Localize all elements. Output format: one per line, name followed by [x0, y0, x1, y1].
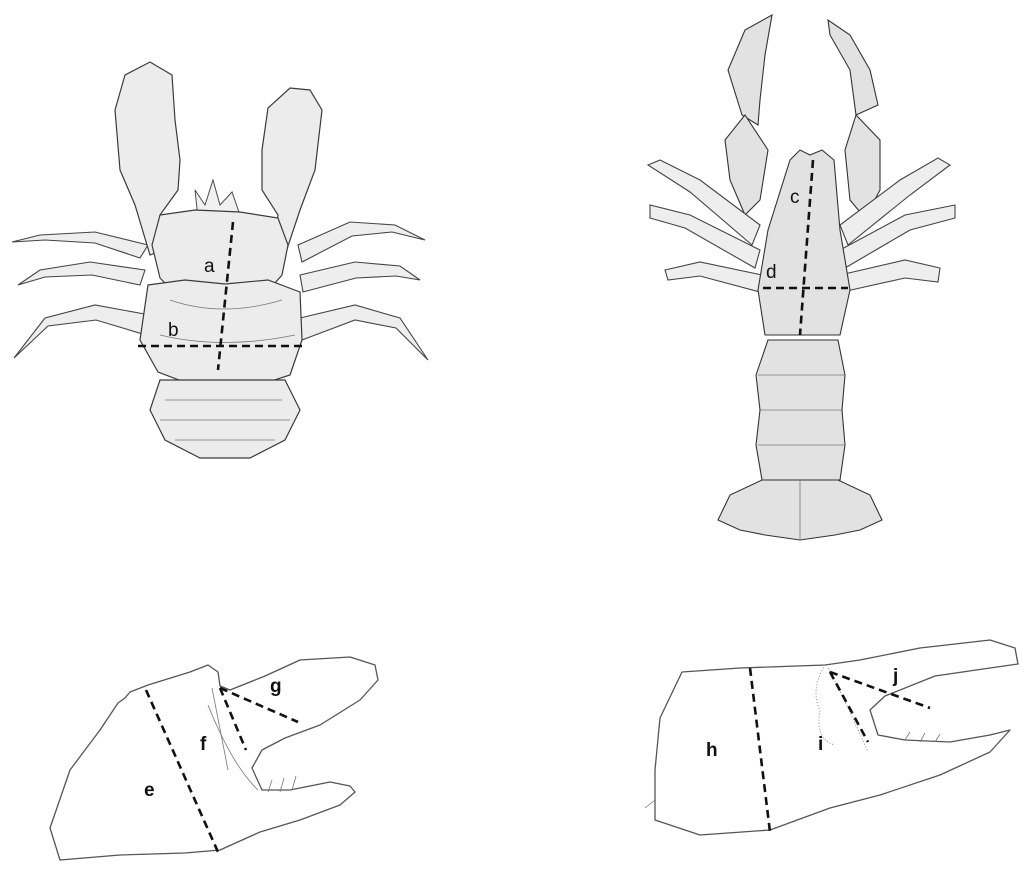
label-d: d	[766, 262, 777, 283]
crab-illustration	[12, 62, 428, 458]
label-i: i	[818, 734, 823, 755]
label-b: b	[168, 320, 179, 341]
label-f: f	[200, 734, 207, 755]
measure-line-h	[750, 668, 770, 832]
label-g: g	[270, 676, 282, 697]
measure-line-j	[830, 672, 930, 708]
crab-claw-outline	[50, 657, 378, 860]
label-c: c	[790, 187, 800, 208]
crayfish-illustration	[648, 15, 955, 540]
label-h: h	[706, 740, 718, 761]
measure-line-e	[146, 690, 218, 852]
label-a: a	[204, 256, 215, 277]
label-e: e	[144, 780, 155, 801]
crayfish-claw-outline	[645, 640, 1018, 835]
label-j: j	[892, 666, 898, 687]
